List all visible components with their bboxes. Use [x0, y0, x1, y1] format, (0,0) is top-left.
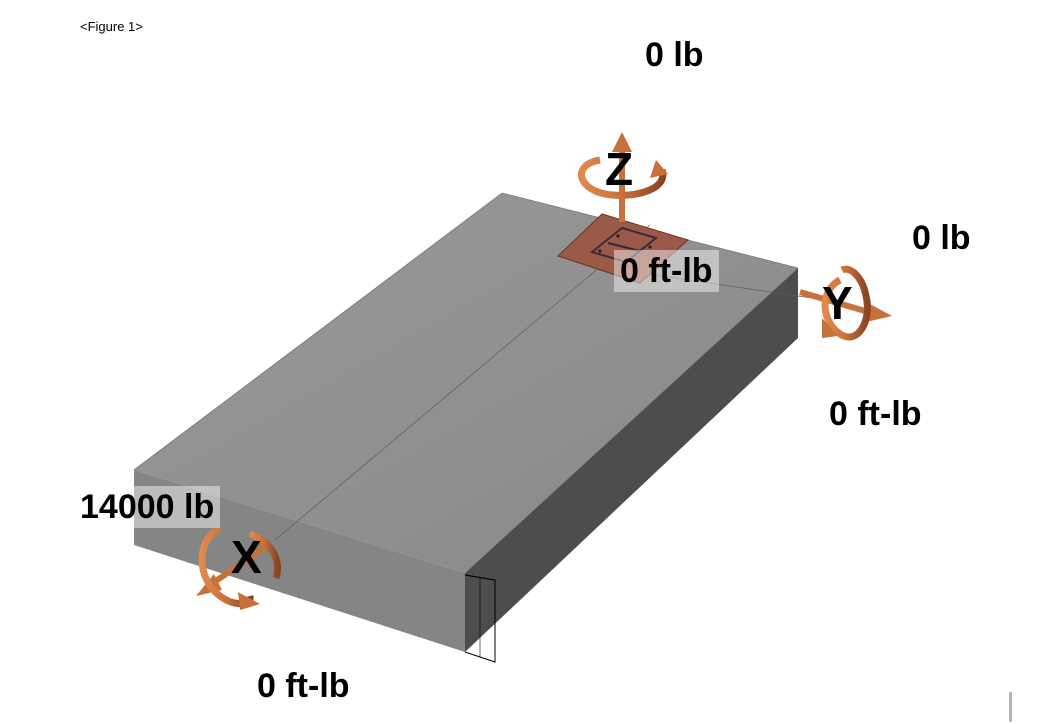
z-axis-arrows: [577, 132, 668, 222]
x-axis-label: X: [231, 531, 262, 583]
y-force-value: 0 lb: [912, 219, 971, 257]
x-moment-value: 0 ft-lb: [257, 667, 350, 705]
z-force-value: 0 lb: [645, 36, 704, 74]
slab-centerline-y: [619, 269, 813, 299]
x-axis-arrows: [196, 524, 281, 610]
y-axis-label: Y: [822, 277, 853, 329]
base-plate: [557, 213, 689, 284]
scroll-indicator: [1009, 692, 1012, 722]
y-moment-value: 0 ft-lb: [829, 395, 922, 433]
slab-side-face: [465, 268, 798, 652]
slab-centerline-x: [274, 224, 651, 541]
concrete-slab: [133, 192, 813, 663]
z-moment-value: 0 ft-lb: [614, 250, 719, 292]
z-axis-label: Z: [605, 143, 634, 195]
y-axis-arrows: [799, 265, 892, 341]
slab-top-face: [134, 193, 798, 573]
x-force-value: 14000 lb: [74, 486, 221, 528]
figure-caption: <Figure 1>: [80, 19, 143, 34]
slab-front-face: [134, 470, 465, 652]
